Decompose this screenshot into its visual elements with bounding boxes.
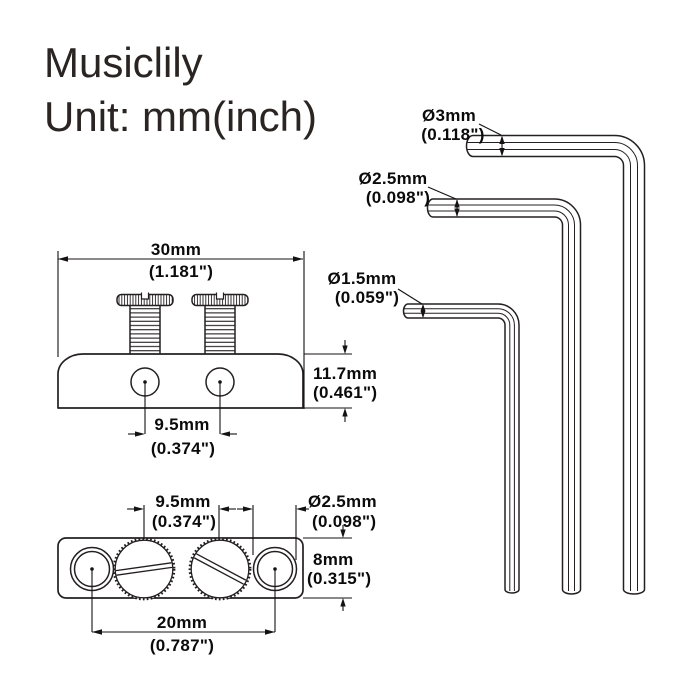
hex-key-3mm-label-mm: Ø3mm	[422, 106, 476, 125]
dim-height-8mm: 8mm (0.315")	[303, 525, 371, 611]
leader-line	[478, 123, 502, 136]
dim-hole-diameter-2-5mm: Ø2.5mm (0.098")	[237, 492, 377, 560]
hex-key-1-5mm-label-inch: (0.059")	[335, 288, 399, 307]
dim-spacing-side-mm: 9.5mm	[154, 415, 209, 434]
brand-name: Musiclily	[44, 39, 203, 86]
hex-key-3mm-label-inch: (0.118")	[421, 125, 484, 144]
dim-spacing-top-9-5mm: 9.5mm (0.374")	[127, 492, 236, 539]
hex-key-2-5mm-body	[426, 198, 582, 595]
dim-height-top-inch: (0.315")	[307, 569, 371, 588]
dim-height-11-7mm: 11.7mm (0.461")	[304, 340, 377, 422]
dim-height-inch: (0.461")	[313, 383, 377, 402]
dim-width-inch: (1.181")	[149, 262, 213, 281]
hex-key-1-5mm-label-mm: Ø1.5mm	[328, 269, 397, 288]
brand-header: Musiclily Unit: mm(inch)	[44, 39, 317, 140]
screw-right	[191, 292, 249, 354]
dim-spacing-top-inch: (0.374")	[152, 512, 216, 531]
leader-line	[427, 186, 457, 200]
top-view-drawing: 9.5mm (0.374") Ø2.5mm (0.098") 8mm (0.31…	[57, 492, 377, 655]
hex-key-3mm: Ø3mm (0.118")	[421, 106, 646, 595]
thumbwheel-right	[188, 537, 252, 601]
hex-key-3mm-body	[465, 134, 646, 595]
dim-hole-spacing-20mm: 20mm (0.787")	[91, 569, 276, 655]
screw-left	[116, 292, 174, 354]
leader-line	[397, 288, 423, 305]
dim-spacing-top-mm: 9.5mm	[155, 492, 210, 511]
dim-hole-spacing-mm: 20mm	[157, 613, 207, 632]
hex-key-2-5mm: Ø2.5mm (0.098")	[359, 169, 582, 595]
dim-spacing-side-inch: (0.374")	[151, 439, 215, 458]
thumbwheel-left	[112, 537, 176, 601]
dim-hole-diameter-inch: (0.098")	[312, 512, 376, 531]
hex-key-1-5mm-body	[402, 303, 520, 594]
dim-hole-diameter-mm: Ø2.5mm	[308, 492, 377, 511]
dim-spacing-side-9-5mm: 9.5mm (0.374")	[128, 382, 237, 458]
hex-key-1-5mm: Ø1.5mm (0.059")	[328, 269, 520, 594]
dim-height-top-mm: 8mm	[313, 550, 354, 569]
hex-key-2-5mm-label-inch: (0.098")	[366, 188, 430, 207]
dim-width-30mm: 30mm (1.181")	[57, 240, 305, 409]
dim-width-mm: 30mm	[151, 240, 201, 259]
retainer-body-side	[57, 353, 304, 409]
hex-key-2-5mm-label-mm: Ø2.5mm	[359, 169, 428, 188]
side-view-drawing: 30mm (1.181") 11.7mm (0.461") 9.5mm (0.3…	[57, 240, 377, 458]
dim-height-mm: 11.7mm	[313, 364, 377, 383]
unit-label: Unit: mm(inch)	[44, 93, 317, 140]
dim-hole-spacing-inch: (0.787")	[150, 636, 214, 655]
